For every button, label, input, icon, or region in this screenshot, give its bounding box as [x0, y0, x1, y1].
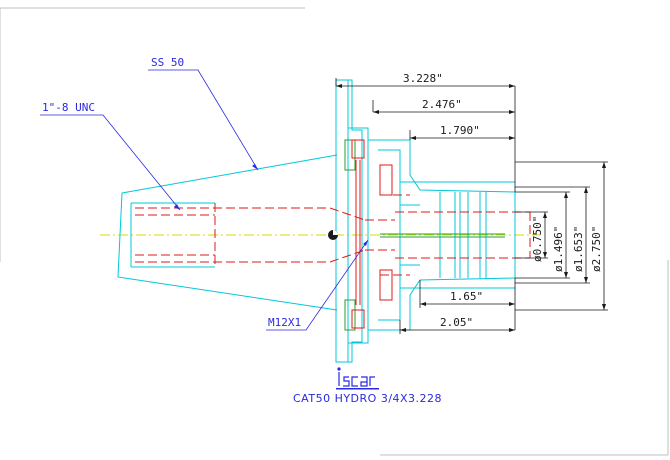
callout-taper-label: SS 50 — [151, 56, 184, 69]
dim-shank-length: 2.05" — [440, 316, 473, 329]
dimension-arrows — [336, 84, 606, 332]
callout-leaders — [40, 69, 369, 331]
taper-body — [117, 79, 516, 363]
dim-mid-diameter: ø1.653" — [572, 226, 585, 272]
callout-arrows — [174, 164, 368, 246]
callout-screw-label: M12X1 — [268, 316, 301, 329]
center-screw-symbol — [328, 230, 338, 240]
dim-body-length: 1.790" — [440, 124, 480, 137]
dimension-lines — [335, 78, 608, 334]
dim-overall-length: 3.228" — [403, 72, 443, 85]
dim-outer-diameter: ø2.750" — [590, 226, 603, 272]
drawing-border — [0, 7, 669, 456]
dim-clamp-length: 1.65" — [450, 290, 483, 303]
drawing-caption: CAT50 HYDRO 3/4X3.228 — [293, 392, 442, 405]
dim-bore-diameter: ø0.750" — [531, 216, 544, 262]
brand-logo — [336, 367, 379, 390]
hidden-lines — [135, 194, 531, 276]
inner-details — [344, 139, 505, 331]
dim-inner-diameter: ø1.496" — [552, 226, 565, 272]
dim-bore-length: 2.476" — [422, 98, 462, 111]
clamp-screws — [351, 139, 393, 329]
callout-thread-label: 1"-8 UNC — [42, 101, 95, 114]
